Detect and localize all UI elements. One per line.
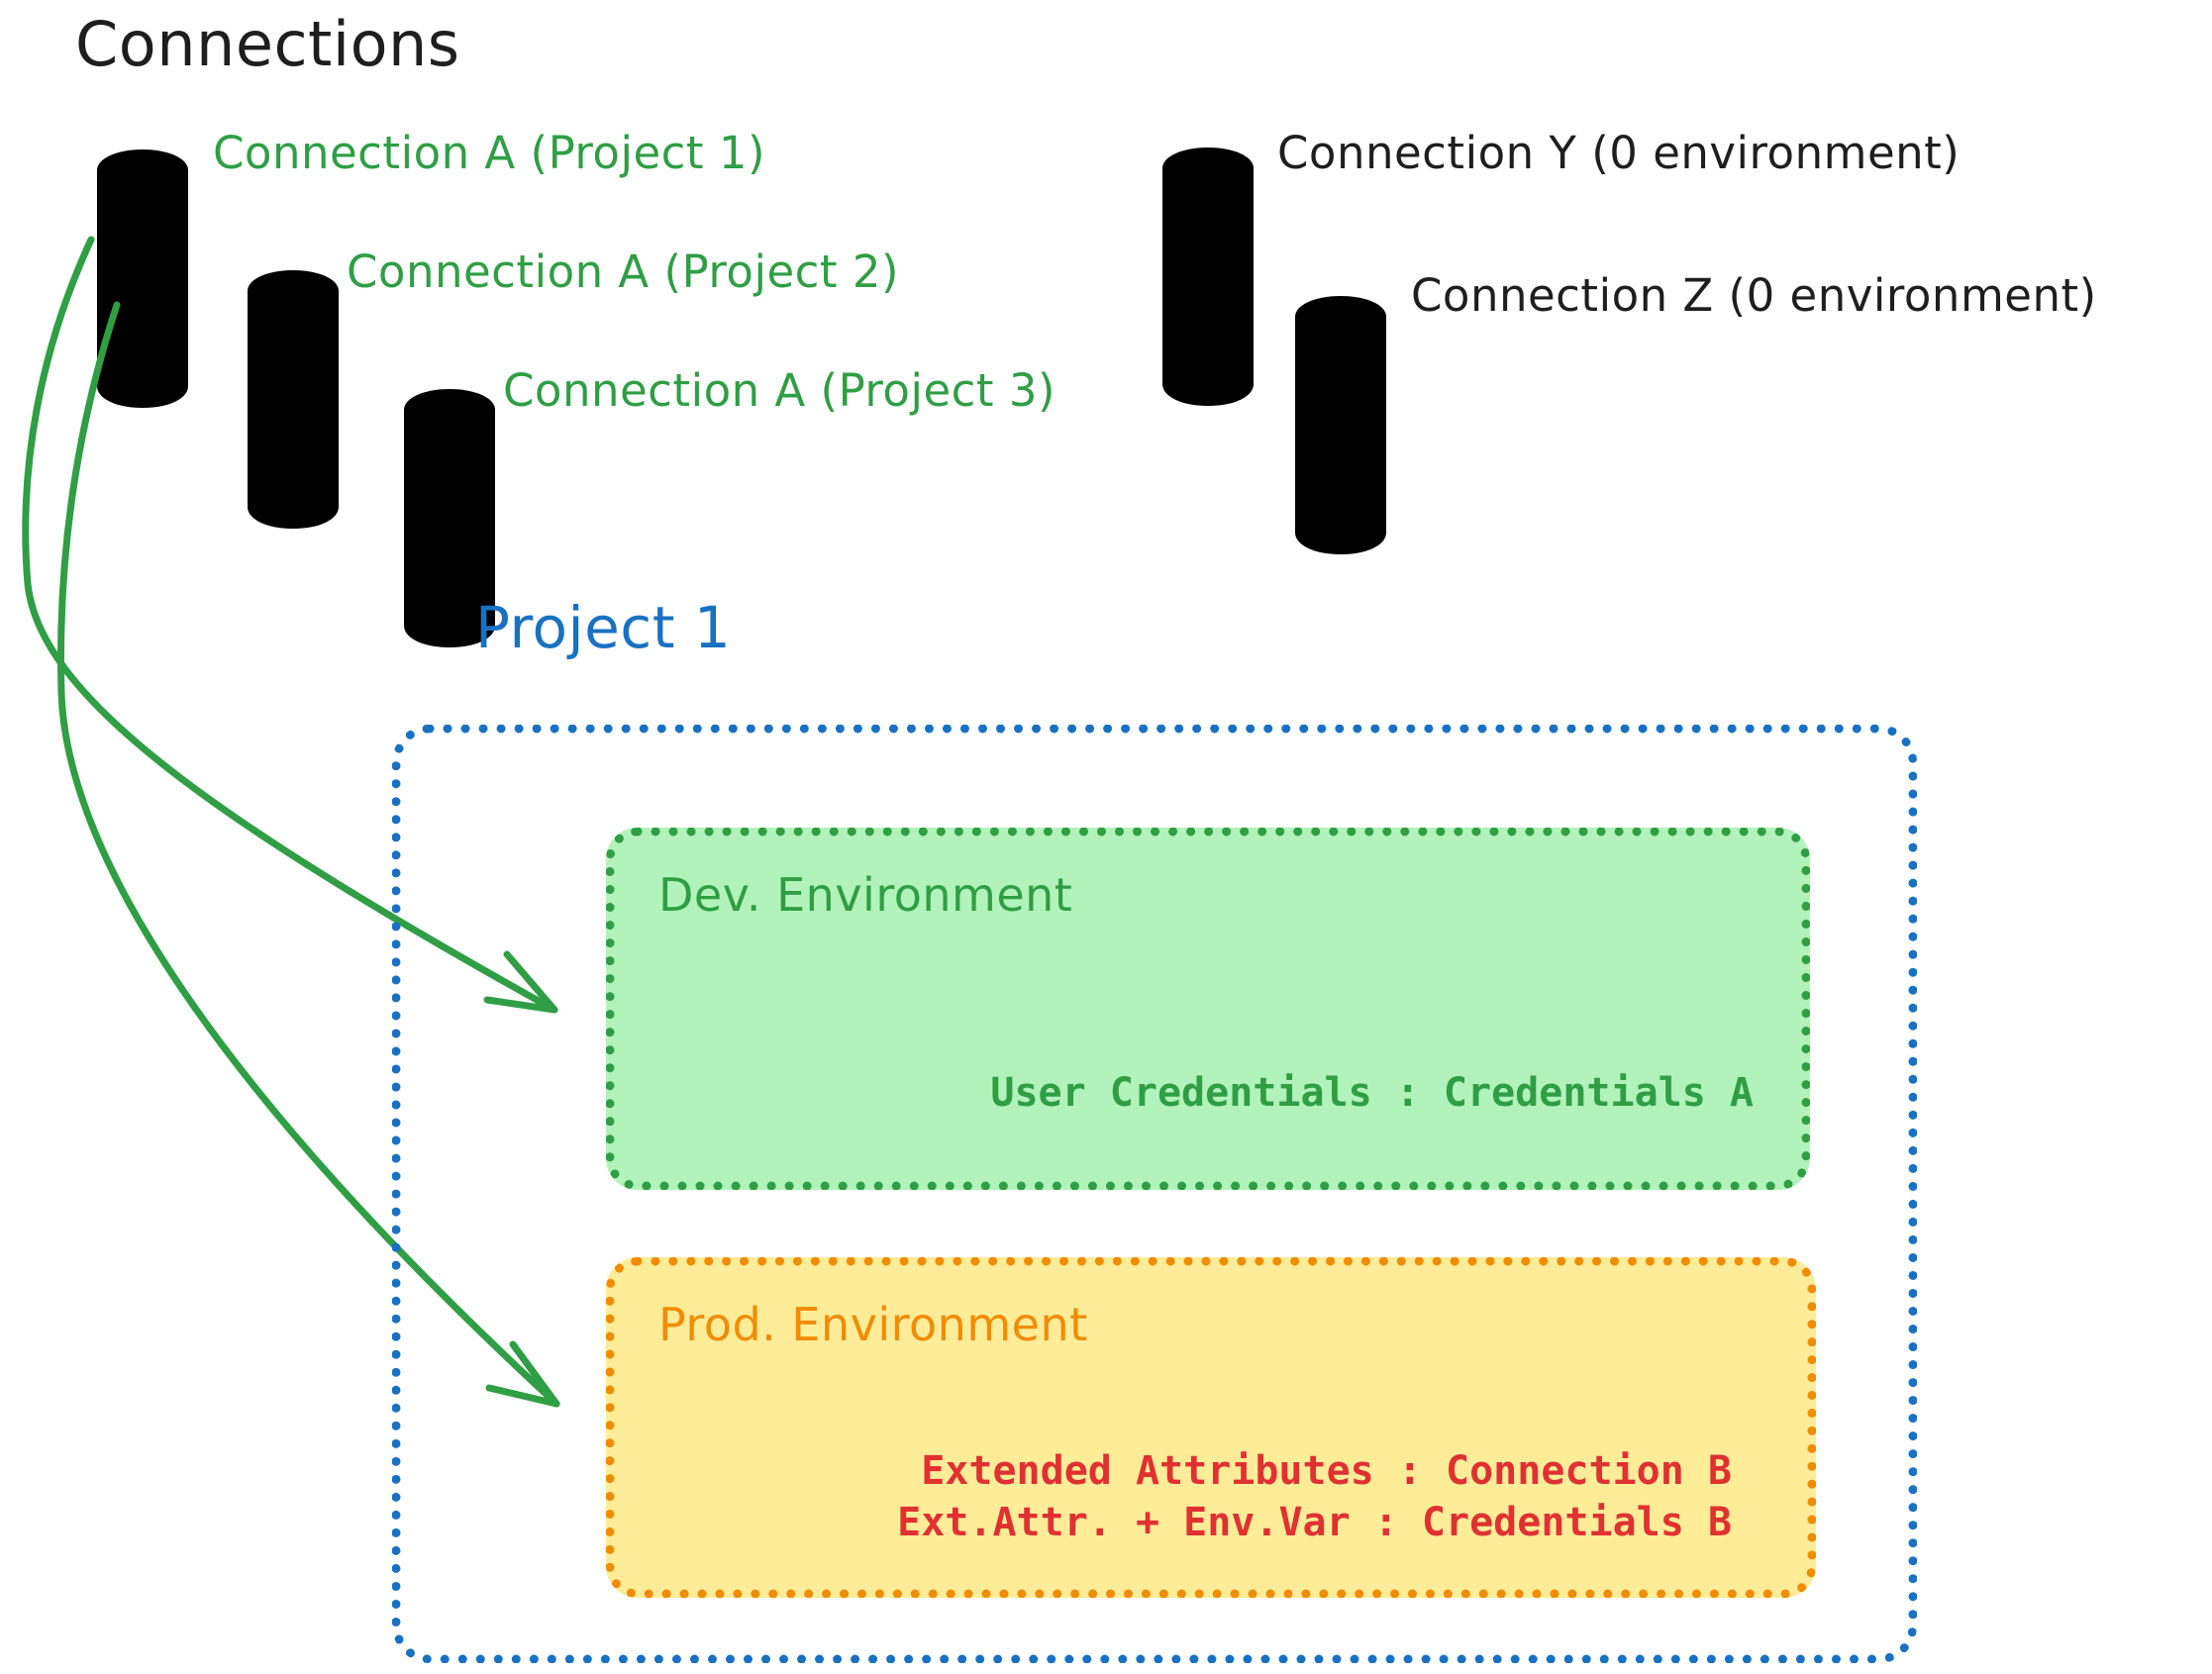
page-title: Connections — [75, 8, 460, 80]
connection-label-y: Connection Y (0 environment) — [1277, 127, 1961, 179]
prod-environment-attributes-line: Extended Attributes : Connection B — [921, 1448, 1732, 1494]
database-cylinder-icon — [1295, 296, 1386, 554]
connection-label-z: Connection Z (0 environment) — [1411, 269, 2097, 322]
connection-label-a-project-1: Connection A (Project 1) — [213, 127, 766, 179]
prod-environment-title: Prod. Environment — [658, 1298, 1088, 1351]
database-cylinder-icon — [97, 149, 188, 408]
connection-label-a-project-3: Connection A (Project 3) — [503, 364, 1056, 417]
project-title: Project 1 — [475, 594, 732, 661]
prod-environment-box: Prod. Environment Extended Attributes : … — [606, 1257, 1816, 1598]
dev-environment-title: Dev. Environment — [658, 868, 1073, 922]
database-cylinder-icon — [248, 270, 339, 529]
dev-environment-credentials-line: User Credentials : Credentials A — [990, 1070, 1754, 1116]
dev-environment-box: Dev. Environment User Credentials : Cred… — [606, 828, 1810, 1190]
connection-label-a-project-2: Connection A (Project 2) — [347, 246, 900, 298]
database-cylinder-icon — [1162, 148, 1254, 406]
project-container — [392, 725, 1917, 1663]
prod-environment-envvar-line: Ext.Attr. + Env.Var : Credentials B — [897, 1500, 1732, 1545]
